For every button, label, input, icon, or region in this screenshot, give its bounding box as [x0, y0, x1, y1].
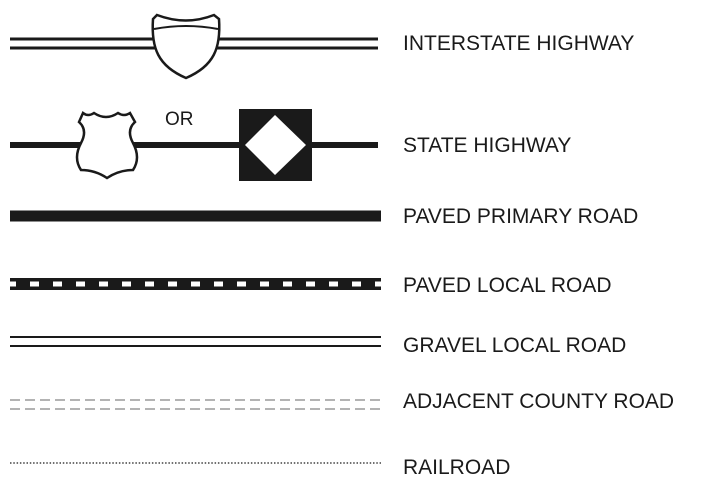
- interstate-symbol: [10, 13, 378, 80]
- legend-row-paved-local: PAVED LOCAL ROAD: [10, 274, 612, 297]
- legend-label-interstate: INTERSTATE HIGHWAY: [403, 32, 634, 55]
- legend-label-railroad: RAILROAD: [403, 456, 510, 479]
- legend-row-paved-primary: PAVED PRIMARY ROAD: [10, 205, 638, 228]
- paved-local-line: [10, 278, 381, 290]
- state-diamond-icon: [245, 115, 306, 175]
- legend-row-adjacent-county: ADJACENT COUNTY ROAD: [10, 390, 674, 413]
- gravel-local-line: [10, 336, 381, 347]
- legend-label-adjacent-county: ADJACENT COUNTY ROAD: [403, 390, 674, 413]
- legend-label-gravel-local: GRAVEL LOCAL ROAD: [403, 334, 626, 357]
- legend-label-paved-primary: PAVED PRIMARY ROAD: [403, 205, 638, 228]
- legend-row-gravel-local: GRAVEL LOCAL ROAD: [10, 334, 626, 357]
- legend-row-railroad: RAILROAD: [10, 456, 510, 479]
- interstate-shield-icon: [151, 13, 221, 80]
- legend-row-interstate: INTERSTATE HIGHWAY: [10, 13, 634, 80]
- us-highway-shield-icon: [75, 111, 139, 180]
- adjacent-county-line: [10, 399, 381, 410]
- state-symbol: OR: [10, 109, 378, 181]
- or-connector-label: OR: [165, 109, 194, 130]
- legend-row-state: OR STATE HIGHWAY: [10, 109, 571, 181]
- legend-label-paved-local: PAVED LOCAL ROAD: [403, 274, 612, 297]
- legend-label-state: STATE HIGHWAY: [403, 134, 571, 157]
